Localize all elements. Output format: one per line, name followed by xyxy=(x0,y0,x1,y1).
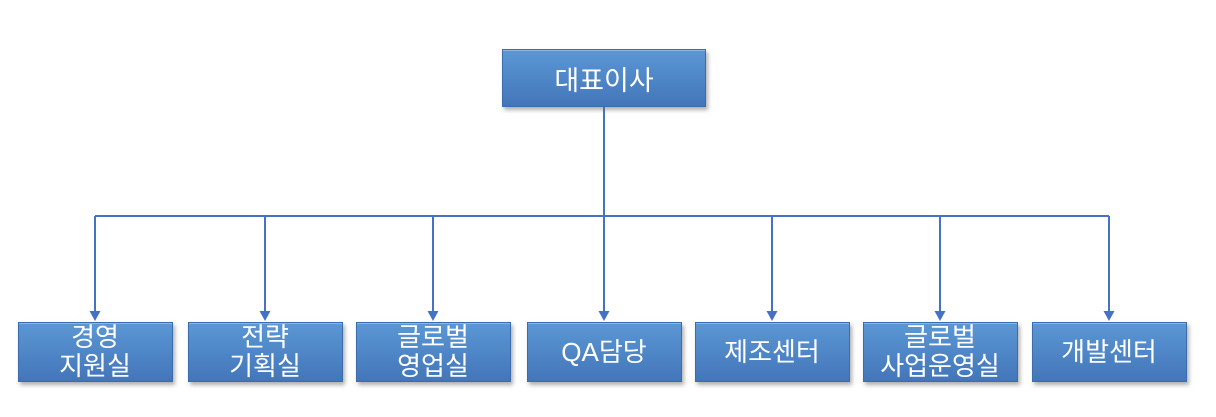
org-node-dept-2: 전략 기획실 xyxy=(187,322,343,382)
arrowhead-icon xyxy=(598,311,610,321)
org-node-dept-4: QA담당 xyxy=(526,322,682,382)
org-node-label-line2: 사업운영실 xyxy=(880,351,1000,381)
arrowhead-icon xyxy=(89,311,101,321)
org-node-dept-5: 제조센터 xyxy=(694,322,850,382)
org-node-dept-6: 글로벌 사업운영실 xyxy=(862,322,1018,382)
org-node-dept-3: 글로벌 영업실 xyxy=(355,322,511,382)
org-node-label-line1: QA담당 xyxy=(561,336,647,367)
org-node-label-line2: 영업실 xyxy=(397,351,469,381)
arrowhead-icon xyxy=(934,311,946,321)
arrowhead-icon xyxy=(259,311,271,321)
org-node-dept-1: 경영 지원실 xyxy=(17,322,173,382)
org-node-label-line2: 지원실 xyxy=(59,351,131,381)
arrowhead-icon xyxy=(766,311,778,321)
org-node-label-line1: 전략 xyxy=(241,322,289,352)
org-node-label-line1: 글로벌 xyxy=(397,322,469,352)
org-node-dept-7: 개발센터 xyxy=(1031,322,1187,382)
org-node-label: 대표이사 xyxy=(554,65,654,96)
org-node-label-line1: 제조센터 xyxy=(724,336,820,367)
org-node-label-line2: 기획실 xyxy=(229,351,301,381)
org-node-label-line1: 경영 xyxy=(71,322,119,352)
org-node-root: 대표이사 xyxy=(502,49,706,107)
arrowhead-icon xyxy=(427,311,439,321)
arrowhead-icon xyxy=(1103,311,1115,321)
org-node-label-line1: 글로벌 xyxy=(904,322,976,352)
org-node-label-line1: 개발센터 xyxy=(1061,336,1157,367)
